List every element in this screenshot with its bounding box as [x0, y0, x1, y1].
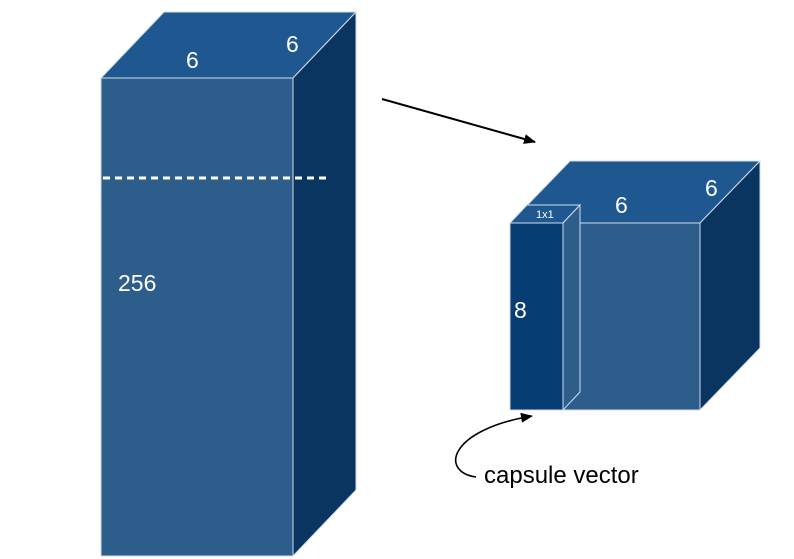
caption-pointer-arrow — [455, 412, 533, 478]
capsule-column: 1x1 8 — [508, 203, 582, 412]
large-block-front-face — [100, 77, 294, 557]
capsule-front-face — [509, 222, 564, 411]
large-block-depth-label: 6 — [286, 31, 299, 57]
capsule-top-label: 1x1 — [536, 209, 554, 221]
capsule-height-label: 8 — [514, 297, 527, 323]
capsule-side-face — [562, 203, 581, 412]
large-block-width-label: 6 — [186, 47, 199, 73]
large-block: 6 6 256 — [99, 10, 358, 558]
small-block-width-label: 6 — [615, 192, 628, 218]
large-block-height-label: 256 — [118, 270, 156, 296]
capsule-caption: capsule vector — [484, 462, 639, 489]
large-block-side-face — [292, 10, 357, 558]
transition-arrow — [381, 98, 536, 144]
small-block-depth-label: 6 — [705, 175, 718, 201]
